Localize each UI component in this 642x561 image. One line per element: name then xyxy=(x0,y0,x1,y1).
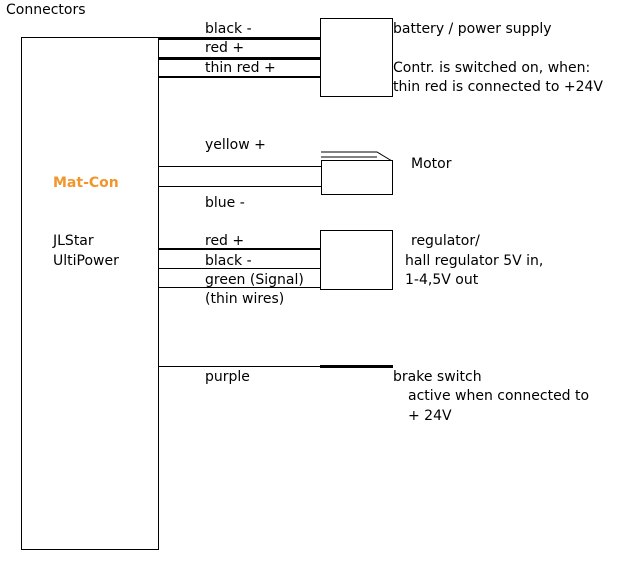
controller-model-line1: JLStar xyxy=(53,233,94,249)
brake-label-line3: + 24V xyxy=(408,408,452,424)
battery-wire-thin-red xyxy=(159,76,321,78)
battery-connector-box xyxy=(320,18,393,97)
battery-wire-red xyxy=(159,57,321,60)
battery-label: battery / power supply xyxy=(393,21,552,37)
controller-model-line2: UltiPower xyxy=(53,253,119,269)
regulator-wire-label-black: black - xyxy=(205,253,252,269)
battery-wire-black xyxy=(159,37,321,40)
controller-box xyxy=(21,37,159,550)
regulator-wire-black xyxy=(159,268,321,269)
motor-label: Motor xyxy=(411,156,452,172)
battery-wire-label-black: black - xyxy=(205,21,252,37)
regulator-wire-label-red: red + xyxy=(205,233,245,249)
battery-note-line1: Contr. is switched on, when: xyxy=(393,60,591,76)
motor-wire-label-yellow: yellow + xyxy=(205,137,266,153)
battery-wire-label-thin-red: thin red + xyxy=(205,60,276,76)
regulator-connector-box xyxy=(320,230,393,290)
brake-label-line2: active when connected to xyxy=(408,388,590,404)
regulator-wires-note: (thin wires) xyxy=(205,291,285,307)
battery-note-line2: thin red is connected to +24V xyxy=(393,79,603,95)
regulator-wire-red xyxy=(159,248,321,250)
motor-wire-blue xyxy=(159,186,321,187)
brake-connector-bar xyxy=(320,365,393,368)
regulator-label-line2: hall regulator 5V in, xyxy=(405,253,544,269)
controller-brand: Mat-Con xyxy=(53,175,119,191)
brake-label-line1: brake switch xyxy=(393,369,482,385)
brake-wire-label: purple xyxy=(205,369,250,385)
motor-wire-label-blue: blue - xyxy=(205,195,245,211)
regulator-label-line3: 1-4,5V out xyxy=(405,272,479,288)
diagram-title: Connectors xyxy=(6,2,86,18)
regulator-label-line1: regulator/ xyxy=(411,233,480,249)
regulator-wire-label-green: green (Signal) xyxy=(205,272,304,288)
battery-wire-label-red: red + xyxy=(205,40,245,56)
motor-wire-yellow xyxy=(159,166,321,167)
brake-wire-purple xyxy=(159,366,321,367)
regulator-wire-green xyxy=(159,287,321,288)
